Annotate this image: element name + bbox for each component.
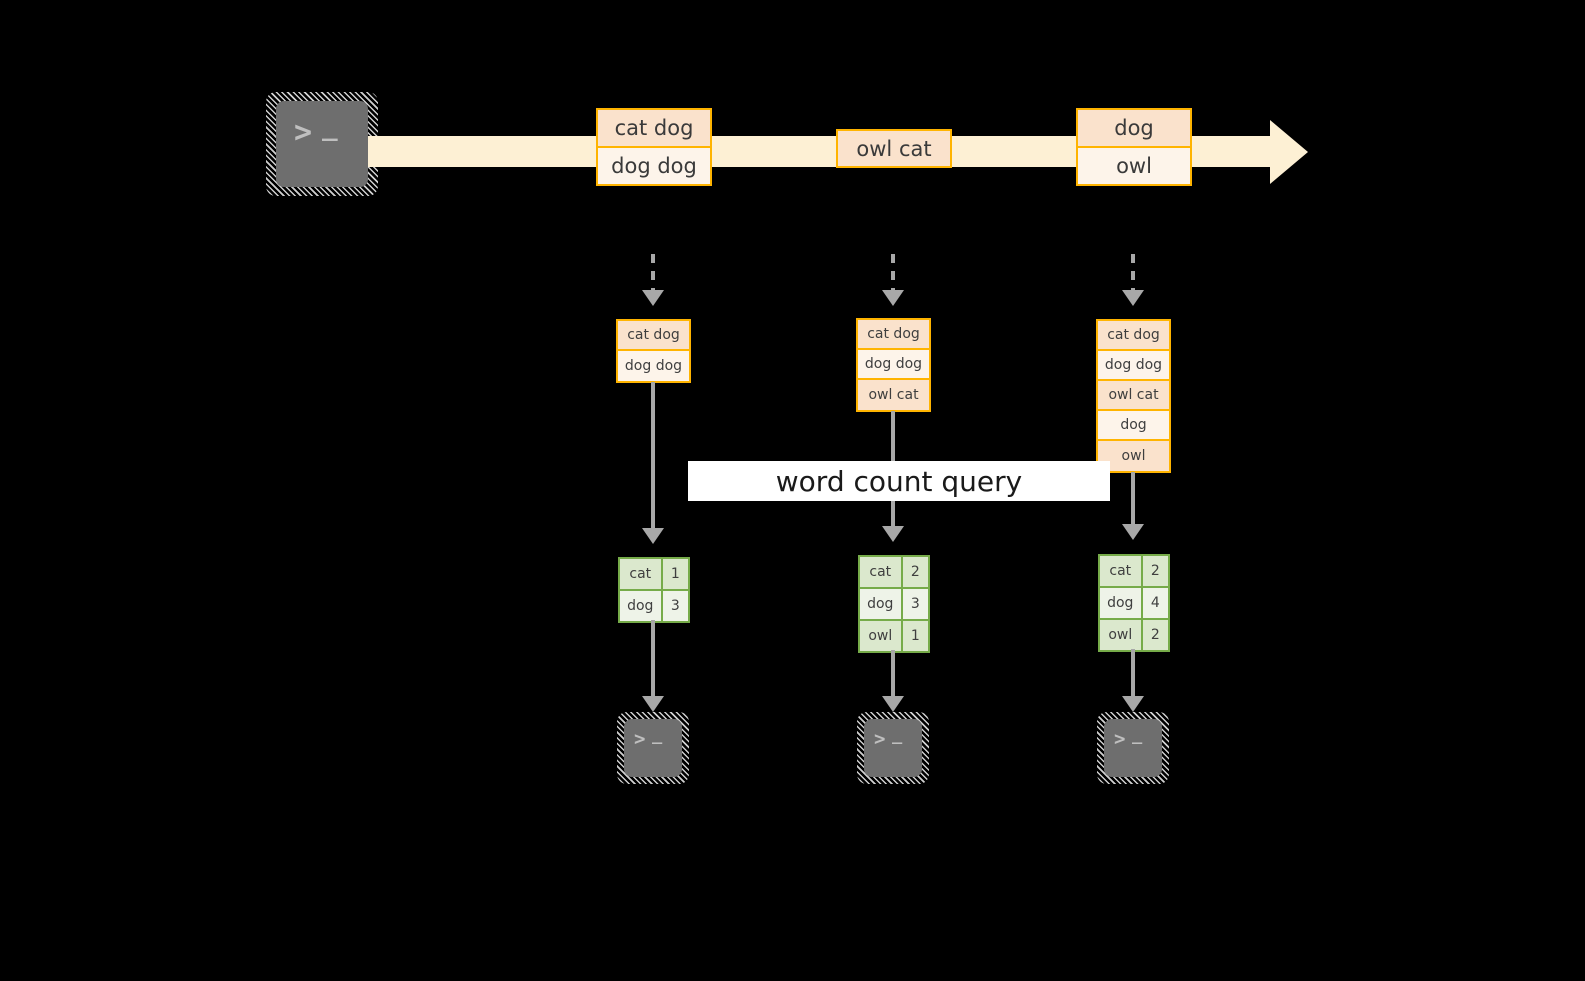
stream-to-state-dashed-connector <box>651 254 655 292</box>
terminal-body <box>864 719 922 777</box>
table-row: owl 1 <box>860 621 928 651</box>
terminal-body <box>276 101 368 187</box>
terminal-cursor-glyph: _ <box>652 725 663 745</box>
state-stack: cat dog dog dog owl cat <box>856 318 931 412</box>
query-label-text: word count query <box>775 464 1023 498</box>
arrow-head-icon <box>882 290 904 306</box>
sink-terminal-icon: > _ <box>617 712 689 784</box>
state-row-text: cat dog <box>867 326 920 342</box>
result-to-sink-connector <box>891 650 895 698</box>
state-row-text: dog dog <box>864 356 923 372</box>
stream-to-state-dashed-connector <box>891 254 895 292</box>
state-row-text: dog dog <box>1104 357 1163 373</box>
state-row: owl <box>1098 441 1169 471</box>
state-row-text: cat dog <box>627 327 680 343</box>
state-row: owl cat <box>858 380 929 410</box>
table-cell-count: 3 <box>902 589 928 619</box>
stream-record: cat dog <box>596 108 712 147</box>
table-row: cat 1 <box>620 559 688 591</box>
table-cell-word: dog <box>1100 588 1143 618</box>
arrow-head-icon <box>642 528 664 544</box>
state-row-text: owl cat <box>868 387 919 403</box>
terminal-prompt-glyph: > <box>874 728 886 750</box>
stream-record-text: owl <box>1116 154 1152 178</box>
table-cell-word: dog <box>860 589 903 619</box>
stream-record: dog dog <box>596 147 712 186</box>
table-cell-count: 1 <box>902 621 928 651</box>
state-row: dog dog <box>1098 351 1169 381</box>
table-row: dog 3 <box>860 589 928 621</box>
result-to-sink-connector <box>651 620 655 698</box>
result-to-sink-connector <box>1131 649 1135 698</box>
stream-record-text: dog <box>1114 116 1154 140</box>
terminal-cursor-glyph: _ <box>322 112 338 142</box>
state-row: cat dog <box>1098 321 1169 351</box>
table-cell-count: 1 <box>662 559 688 589</box>
stream-record-text: dog dog <box>611 154 697 178</box>
stream-arrow-head <box>1270 119 1308 184</box>
state-row: cat dog <box>618 321 689 351</box>
result-table: cat 2 dog 4 owl 2 <box>1098 554 1170 652</box>
terminal-prompt-glyph: > <box>634 728 646 750</box>
stream-record-text: cat dog <box>614 116 694 140</box>
terminal-prompt-glyph: > <box>294 115 313 150</box>
arrow-head-icon <box>882 526 904 542</box>
arrow-head-icon <box>642 696 664 712</box>
table-cell-count: 3 <box>662 591 688 621</box>
state-row: cat dog <box>858 320 929 350</box>
state-row-text: dog <box>1120 417 1147 433</box>
table-row: cat 2 <box>1100 556 1168 588</box>
table-cell-count: 4 <box>1142 588 1168 618</box>
table-row: dog 4 <box>1100 588 1168 620</box>
state-row-text: cat dog <box>1107 327 1160 343</box>
stream-record-text: owl cat <box>856 136 932 161</box>
stream-record: owl cat <box>836 129 952 168</box>
state-stack: cat dog dog dog <box>616 319 691 383</box>
sink-terminal-icon: > _ <box>857 712 929 784</box>
state-stack: cat dog dog dog owl cat dog owl <box>1096 319 1171 473</box>
table-cell-word: owl <box>1100 620 1143 650</box>
arrow-head-icon <box>1122 696 1144 712</box>
table-cell-count: 2 <box>902 557 928 587</box>
terminal-cursor-glyph: _ <box>1132 725 1143 745</box>
state-to-result-connector <box>651 382 655 530</box>
state-row: dog dog <box>618 351 689 381</box>
stream-to-state-dashed-connector <box>1131 254 1135 292</box>
arrow-head-icon <box>1122 290 1144 306</box>
table-row: owl 2 <box>1100 620 1168 650</box>
stream-record: owl <box>1076 147 1192 186</box>
table-cell-count: 2 <box>1142 556 1168 586</box>
arrow-head-icon <box>882 696 904 712</box>
table-row: dog 3 <box>620 591 688 621</box>
arrow-head-icon <box>642 290 664 306</box>
terminal-prompt-glyph: > <box>1114 728 1126 750</box>
terminal-body <box>624 719 682 777</box>
state-row: dog dog <box>858 350 929 380</box>
table-cell-word: cat <box>860 557 903 587</box>
table-cell-word: owl <box>860 621 903 651</box>
state-to-result-connector <box>1131 472 1135 526</box>
source-terminal-icon: > _ <box>266 92 378 196</box>
state-row: owl cat <box>1098 381 1169 411</box>
result-table: cat 1 dog 3 <box>618 557 690 623</box>
table-cell-count: 2 <box>1142 620 1168 650</box>
query-label: word count query <box>688 461 1110 501</box>
table-row: cat 2 <box>860 557 928 589</box>
table-cell-word: cat <box>620 559 663 589</box>
result-table: cat 2 dog 3 owl 1 <box>858 555 930 653</box>
arrow-head-icon <box>1122 524 1144 540</box>
stream-record: dog <box>1076 108 1192 147</box>
state-row-text: dog dog <box>624 358 683 374</box>
terminal-body <box>1104 719 1162 777</box>
table-cell-word: cat <box>1100 556 1143 586</box>
terminal-cursor-glyph: _ <box>892 725 903 745</box>
state-row-text: owl cat <box>1108 387 1159 403</box>
state-row-text: owl <box>1121 448 1146 464</box>
table-cell-word: dog <box>620 591 663 621</box>
state-row: dog <box>1098 411 1169 441</box>
sink-terminal-icon: > _ <box>1097 712 1169 784</box>
